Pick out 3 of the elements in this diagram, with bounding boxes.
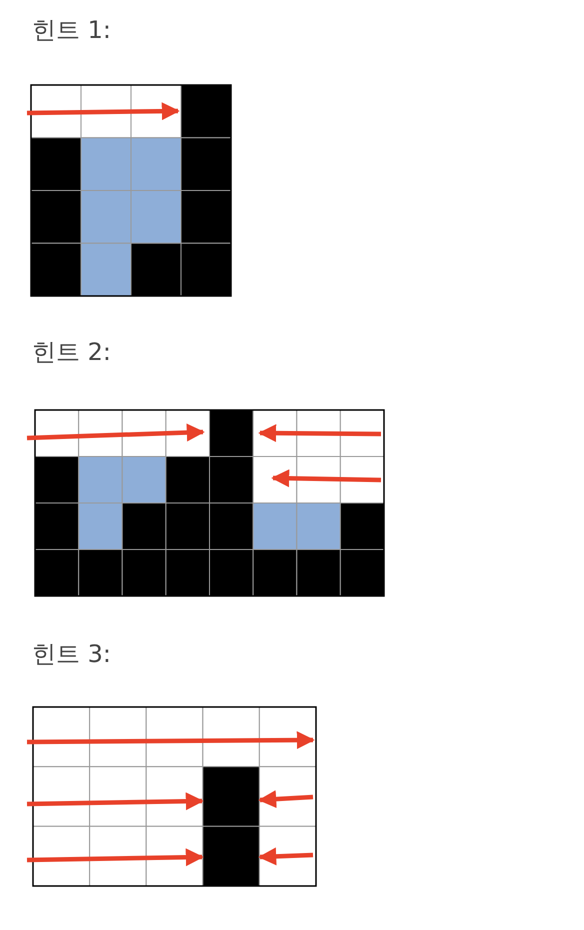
hint-heading: 힌트 1:	[32, 15, 111, 46]
hint-heading: 힌트 2:	[32, 337, 111, 368]
hint-heading: 힌트 3:	[32, 639, 111, 670]
